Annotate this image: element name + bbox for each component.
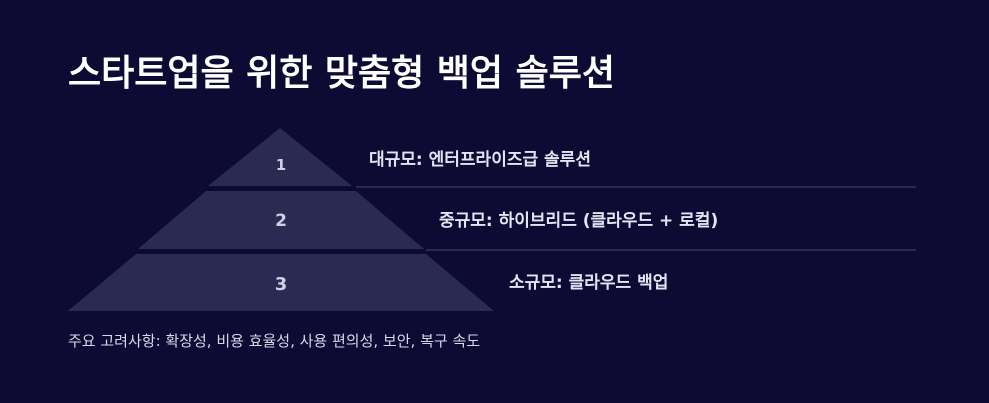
pyramid-tier-3 — [68, 254, 494, 311]
tier-3-number: 3 — [275, 274, 288, 295]
tier-2-label: 중규모: 하이브리드 (클라우드 + 로컬) — [439, 211, 719, 231]
page-title: 스타트업을 위한 맞춤형 백업 솔루션 — [68, 53, 615, 94]
tier-2-number: 2 — [275, 211, 287, 231]
tier-1-number: 1 — [276, 156, 286, 174]
pyramid-tier-1 — [208, 128, 352, 186]
pyramid-tier-2 — [138, 191, 424, 249]
tier-1-label: 대규모: 엔터프라이즈급 솔루션 — [369, 150, 591, 170]
tier-3-label: 소규모: 클라우드 백업 — [509, 273, 669, 293]
considerations-note: 주요 고려사항: 확장성, 비용 효율성, 사용 편의성, 보안, 복구 속도 — [68, 332, 481, 350]
tier-divider-1 — [356, 186, 916, 188]
tier-divider-2 — [426, 249, 916, 251]
